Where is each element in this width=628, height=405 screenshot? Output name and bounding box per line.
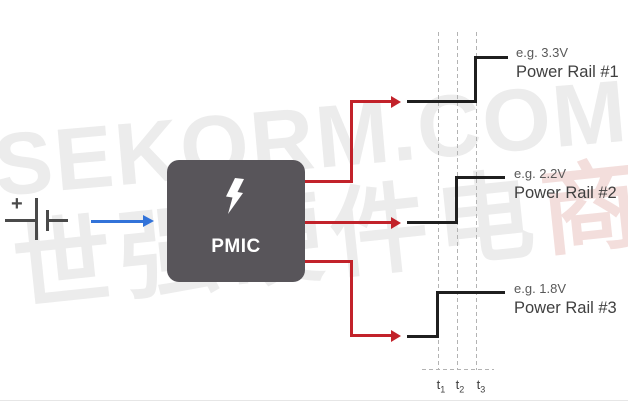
connector-rail2-arrow-icon	[391, 216, 401, 229]
time-axis-line	[422, 369, 494, 370]
battery-long-plate	[35, 198, 38, 240]
rail1-label: e.g. 3.3V Power Rail #1	[516, 45, 619, 82]
rail1-step-edge	[474, 56, 477, 103]
battery-right-lead	[49, 219, 68, 222]
t3-sub: 3	[480, 384, 486, 395]
t2-sub: 2	[459, 384, 465, 395]
rail3-low-level	[407, 335, 439, 338]
connector-rail3-h2	[350, 334, 392, 337]
rail3-name: Power Rail #3	[514, 299, 617, 317]
t2-base: t	[455, 377, 460, 392]
rail2-label: e.g. 2.2V Power Rail #2	[514, 166, 617, 203]
battery-left-lead	[5, 219, 35, 222]
rail1-voltage: e.g. 3.3V	[516, 45, 569, 60]
connector-rail1-h1	[304, 180, 352, 183]
connector-rail3-arrow-icon	[391, 329, 401, 342]
rail1-name: Power Rail #1	[516, 63, 619, 81]
connector-rail3-h1	[304, 260, 352, 263]
bottom-hairline	[0, 400, 628, 401]
rail2-step-edge	[455, 176, 458, 224]
input-arrow-head-icon	[143, 215, 154, 227]
connector-rail3-vertical	[350, 260, 353, 337]
rail2-high-level	[455, 176, 505, 179]
timing-line-t1	[438, 32, 439, 370]
t1-base: t	[436, 377, 441, 392]
t1-sub: 1	[440, 384, 446, 395]
rail1-low-level	[407, 100, 477, 103]
connector-rail1-h2	[350, 100, 392, 103]
rail3-high-level	[436, 291, 505, 294]
connector-rail1-arrow-icon	[391, 95, 401, 108]
battery-short-plate	[46, 210, 49, 231]
rail3-label: e.g. 1.8V Power Rail #3	[514, 281, 617, 318]
rail3-step-edge	[436, 291, 439, 338]
lightning-bolt-icon	[226, 178, 244, 214]
pmic-block: PMIC	[167, 160, 305, 282]
time-label-t3: t3	[473, 377, 489, 395]
battery-plus-sign: +	[11, 193, 23, 215]
rail3-voltage: e.g. 1.8V	[514, 281, 567, 296]
rail2-voltage: e.g. 2.2V	[514, 166, 567, 181]
time-label-t1: t1	[433, 377, 449, 395]
pmic-label: PMIC	[211, 236, 261, 257]
rail2-name: Power Rail #2	[514, 184, 617, 202]
time-label-t2: t2	[452, 377, 468, 395]
timing-line-t3	[476, 32, 477, 370]
t3-base: t	[476, 377, 481, 392]
connector-rail1-vertical	[350, 100, 353, 183]
input-arrow-shaft	[91, 220, 143, 223]
rail2-low-level	[407, 221, 458, 224]
connector-rail2-h	[304, 221, 392, 224]
rail1-high-level	[474, 56, 508, 59]
